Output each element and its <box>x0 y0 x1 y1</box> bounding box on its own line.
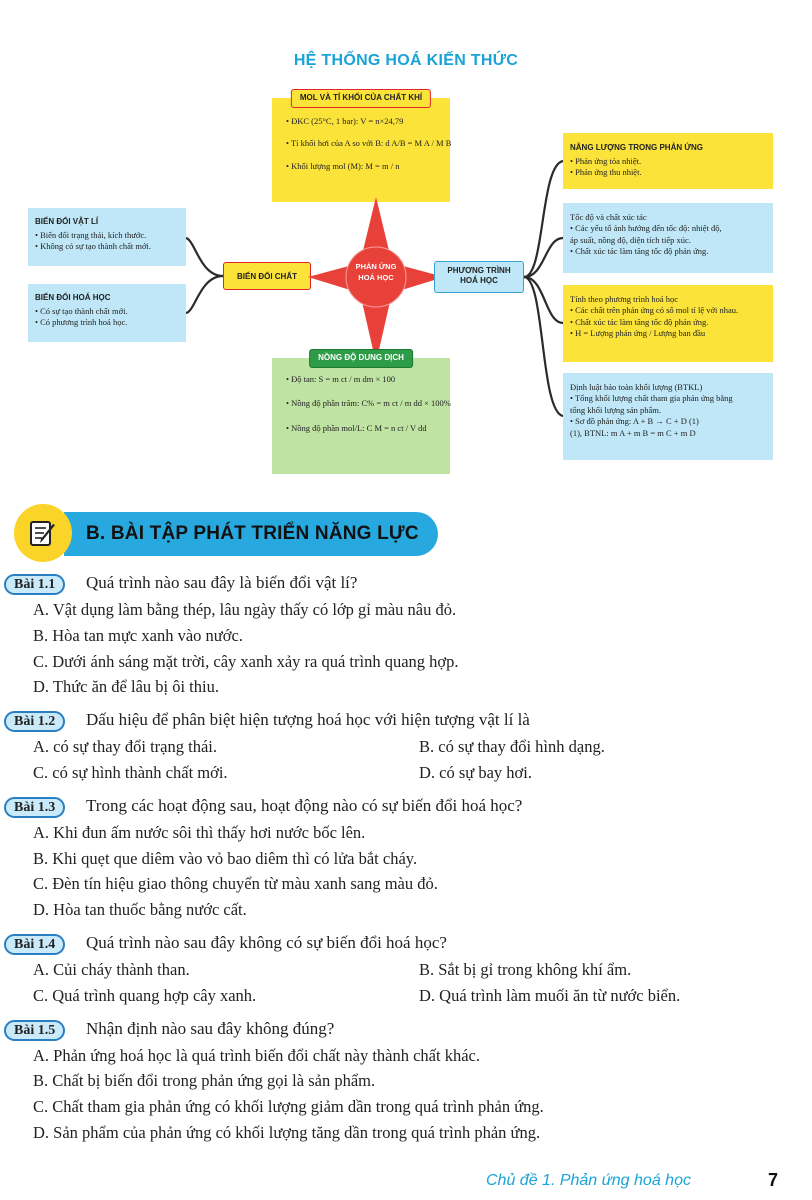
exercise-option: B. Sắt bị gỉ trong không khí ẩm. <box>419 959 632 979</box>
phuong-trinh-line: PHƯƠNG TRÌNH <box>447 266 511 275</box>
hoahoc-box: BIẾN ĐỔI HOÁ HỌC • Có sự tạo thành chất … <box>28 284 186 342</box>
center-label-line: PHẢN ỨNG <box>355 262 397 271</box>
ndd-box: NỒNG ĐỘ DUNG DỊCH • Độ tan: S = m ct / m… <box>272 349 451 474</box>
exercise-item: Bài 1.1 Quá trình nào sau đây là biến đổ… <box>0 572 812 700</box>
ndd-line: • Nồng độ phần trăm: C% = m ct / m dd × … <box>286 398 451 409</box>
exercise-option: B. Chất bị biến đổi trong phản ứng gọi l… <box>33 1071 376 1091</box>
exercise-label-badge: Bài 1.4 <box>4 933 66 955</box>
exercise-option: C. Đèn tín hiệu giao thông chuyển từ màu… <box>33 874 438 894</box>
phuong-trinh-line: HOÁ HỌC <box>460 276 498 286</box>
nangluong-title: NĂNG LƯỢNG TRONG PHẢN ỨNG <box>570 143 703 152</box>
exercise-option: D. Hòa tan thuốc bằng nước cất. <box>33 900 247 920</box>
baotoan-line: • Sơ đồ phản ứng: A + B → C + D (1) <box>570 416 699 427</box>
baotoan-line: tổng khối lượng sản phẩm. <box>570 404 662 415</box>
exercise-question: Quá trình nào sau đây không có sự biến đ… <box>86 932 447 952</box>
exercise-list: Bài 1.1 Quá trình nào sau đây là biến đổ… <box>0 572 812 1155</box>
vatli-box: BIẾN ĐỔI VẬT LÍ • Biến đổi trạng thái, k… <box>28 208 186 266</box>
exercise-label-badge: Bài 1.1 <box>4 574 66 595</box>
mol-heading: MOL VÀ TỈ KHỐI CỦA CHẤT KHÍ <box>290 89 432 108</box>
baotoan-line: Định luật bảo toàn khối lượng (BTKL) <box>570 382 703 392</box>
exercise-question: Quá trình nào sau đây là biến đổi vật lí… <box>86 573 358 592</box>
hoahoc-line: • Có sự tạo thành chất mới. <box>35 305 128 316</box>
mol-line: • Khối lượng mol (M): M = m / n <box>286 160 400 171</box>
tinhtheo-line: • Các chất trên phản ứng có số mol tỉ lệ… <box>570 305 739 316</box>
mol-line: • Tỉ khối hơi của A so với B: d A/B = M … <box>286 138 452 149</box>
mindmap-title: HỆ THỐNG HOÁ KIẾN THỨC <box>293 52 519 69</box>
exercise-item: Bài 1.5 Nhận định nào sau đây không đúng… <box>0 1018 812 1146</box>
exercise-option: B. có sự thay đổi hình dạng. <box>419 737 605 757</box>
exercise-option: C. có sự hình thành chất mới. <box>33 762 228 782</box>
center-label: PHẢN ỨNG HOÁ HỌC <box>330 262 422 284</box>
tocdo-line: áp suất, nồng độ, diện tích tiếp xúc. <box>570 234 691 245</box>
exercise-option: D. Quá trình làm muối ăn từ nước biển. <box>419 985 681 1005</box>
nangluong-box: NĂNG LƯỢNG TRONG PHẢN ỨNG • Phản ứng tỏa… <box>563 133 773 189</box>
exercise-option: D. Sản phẩm của phản ứng có khối lượng t… <box>33 1122 541 1142</box>
exercise-item: Bài 1.2 Dấu hiệu để phân biệt hiện tượng… <box>0 709 812 786</box>
baotoan-line: (1), BTNL: m A + m B = m C + m D <box>570 427 696 438</box>
bien-doi-chat-node: BIẾN ĐỔI CHẤT <box>223 262 311 290</box>
section-header-bar: B. BÀI TẬP PHÁT TRIỂN NĂNG LỰC <box>64 512 438 556</box>
exercise-label-badge: Bài 1.2 <box>4 711 66 733</box>
baotoan-line: • Tổng khối lượng chất tham gia phản ứng… <box>570 393 733 404</box>
exercise-option: B. Hòa tan mực xanh vào nước. <box>33 625 243 645</box>
center-label-line: HOÁ HỌC <box>358 272 394 282</box>
tocdo-line: • Các yếu tố ảnh hưởng đến tốc độ: nhiệt… <box>570 223 722 234</box>
phuong-trinh-node: PHƯƠNG TRÌNH HOÁ HỌC <box>434 261 524 293</box>
vatli-title: BIẾN ĐỔI VẬT LÍ <box>35 217 99 226</box>
ndd-line: • Độ tan: S = m ct / m dm × 100 <box>286 374 396 384</box>
exercise-option: A. Củi cháy thành than. <box>33 959 190 979</box>
center-star-shape <box>308 197 444 363</box>
exercise-option: A. Khi đun ấm nước sôi thì thấy hơi nước… <box>33 822 366 842</box>
exercise-question: Trong các hoạt động sau, hoạt động nào c… <box>86 795 523 815</box>
page-number: 7 <box>768 1170 779 1190</box>
footer-topic: Chủ đề 1. Phản ứng hoá học <box>486 1172 691 1189</box>
tinhtheo-box: Tính theo phương trình hoá học • Các chấ… <box>563 285 773 362</box>
tocdo-box: Tốc độ và chất xúc tác • Các yếu tố ảnh … <box>563 203 773 273</box>
tocdo-line: • Chất xúc tác làm tăng tốc độ phản ứng. <box>570 246 709 257</box>
exercise-label-badge: Bài 1.3 <box>4 796 66 818</box>
hoahoc-title: BIẾN ĐỔI HOÁ HỌC <box>35 293 111 302</box>
tinhtheo-line: Tính theo phương trình hoá học <box>570 294 679 304</box>
section-title: B. BÀI TẬP PHÁT TRIỂN NĂNG LỰC <box>86 523 419 544</box>
exercise-option: D. Thức ăn để lâu bị ôi thiu. <box>33 677 219 697</box>
exercise-question: Dấu hiệu để phân biệt hiện tượng hoá học… <box>86 710 530 730</box>
tinhtheo-line: • H = Lượng phản ứng / Lượng ban đầu <box>570 328 706 339</box>
ndd-line: • Nồng độ phần mol/L: C M = n ct / V dd <box>286 422 427 433</box>
exercise-question: Nhận định nào sau đây không đúng? <box>86 1018 335 1038</box>
baotoan-box: Định luật bảo toàn khối lượng (BTKL) • T… <box>563 373 773 460</box>
exercise-option: D. có sự bay hơi. <box>419 762 532 782</box>
exercise-option: C. Quá trình quang hợp cây xanh. <box>33 985 257 1005</box>
exercise-item: Bài 1.3 Trong các hoạt động sau, hoạt độ… <box>0 795 812 923</box>
tocdo-line: Tốc độ và chất xúc tác <box>570 212 647 222</box>
vatli-line: • Biến đổi trạng thái, kích thước. <box>35 229 147 240</box>
exercise-label-badge: Bài 1.5 <box>4 1019 66 1041</box>
ndd-heading: NỒNG ĐỘ DUNG DỊCH <box>309 349 413 368</box>
mol-box: MOL VÀ TỈ KHỐI CỦA CHẤT KHÍ • ĐKC (25°C,… <box>272 89 452 202</box>
exercise-option: A. Vật dụng làm bằng thép, lâu ngày thấy… <box>33 600 457 619</box>
exercise-option: A. Phản ứng hoá học là quá trình biến đổ… <box>33 1045 480 1065</box>
tinhtheo-line: • Chất xúc tác làm tăng tốc độ phản ứng. <box>570 316 709 327</box>
exercise-option: A. có sự thay đổi trạng thái. <box>33 737 217 757</box>
nangluong-line: • Phản ứng tỏa nhiệt. <box>570 155 642 166</box>
vatli-line: • Không có sự tạo thành chất mới. <box>35 241 151 252</box>
hoahoc-line: • Có phương trình hoá học. <box>35 317 128 328</box>
notepad-pencil-icon <box>14 504 72 562</box>
exercise-option: C. Dưới ánh sáng mặt trời, cây xanh xảy … <box>33 651 459 671</box>
exercise-option: B. Khi quẹt que diêm vào vỏ bao diêm thì… <box>33 848 418 868</box>
exercise-item: Bài 1.4 Quá trình nào sau đây không có s… <box>0 932 812 1009</box>
nangluong-line: • Phản ứng thu nhiệt. <box>570 167 642 178</box>
mol-line: • ĐKC (25°C, 1 bar): V = n×24,79 <box>286 116 404 126</box>
exercise-option: C. Chất tham gia phản ứng có khối lượng … <box>33 1097 544 1117</box>
